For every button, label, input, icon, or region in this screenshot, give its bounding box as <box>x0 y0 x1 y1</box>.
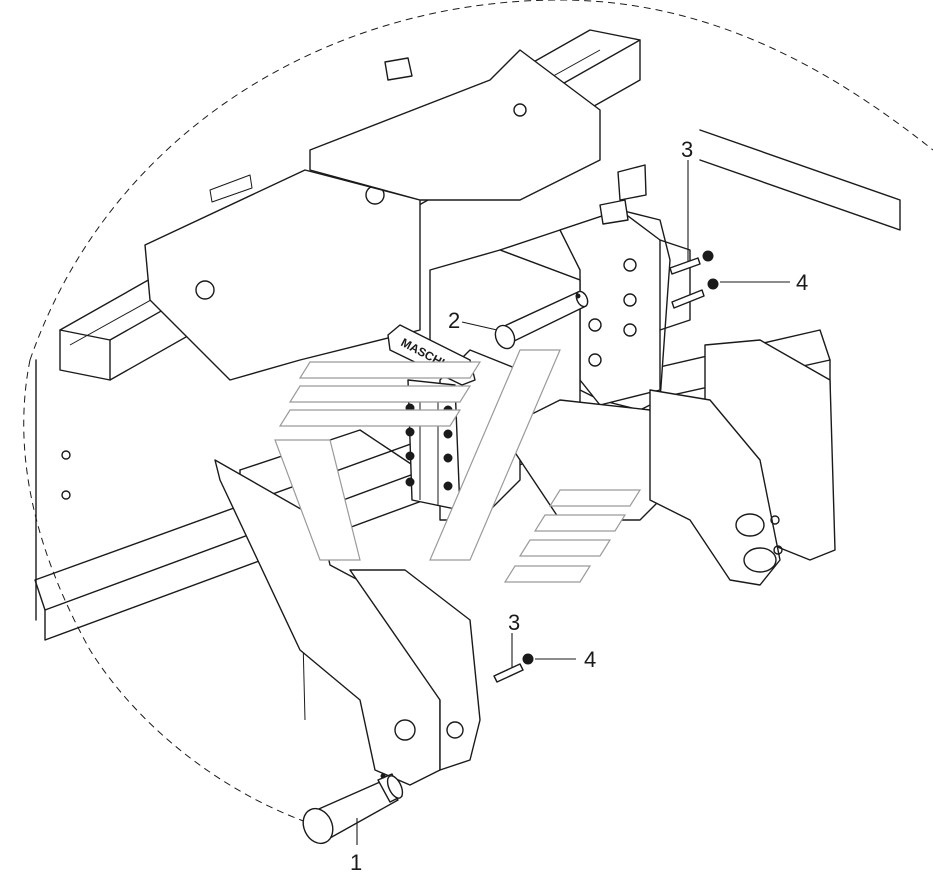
callout-2: 2 <box>448 308 460 333</box>
right-plates <box>649 339 836 586</box>
leader-lines <box>356 160 790 845</box>
part-4-top-nuts <box>702 250 719 290</box>
detail-circle <box>23 0 933 831</box>
callout-1: 1 <box>350 850 362 875</box>
callout-4-bottom: 4 <box>584 647 596 672</box>
callout-4-top: 4 <box>796 270 808 295</box>
part-1-pin <box>302 773 404 845</box>
beam-clips <box>209 57 647 225</box>
callout-3-top: 3 <box>681 137 693 162</box>
part-4-bottom-nut <box>522 653 534 665</box>
callout-3-bottom: 3 <box>508 610 520 635</box>
frame-plates <box>35 49 601 786</box>
part-2-pin <box>494 290 589 350</box>
part-3-top-bolts <box>669 257 705 309</box>
part-3-bottom-bolt <box>493 663 524 683</box>
watermark-logo <box>274 349 642 583</box>
